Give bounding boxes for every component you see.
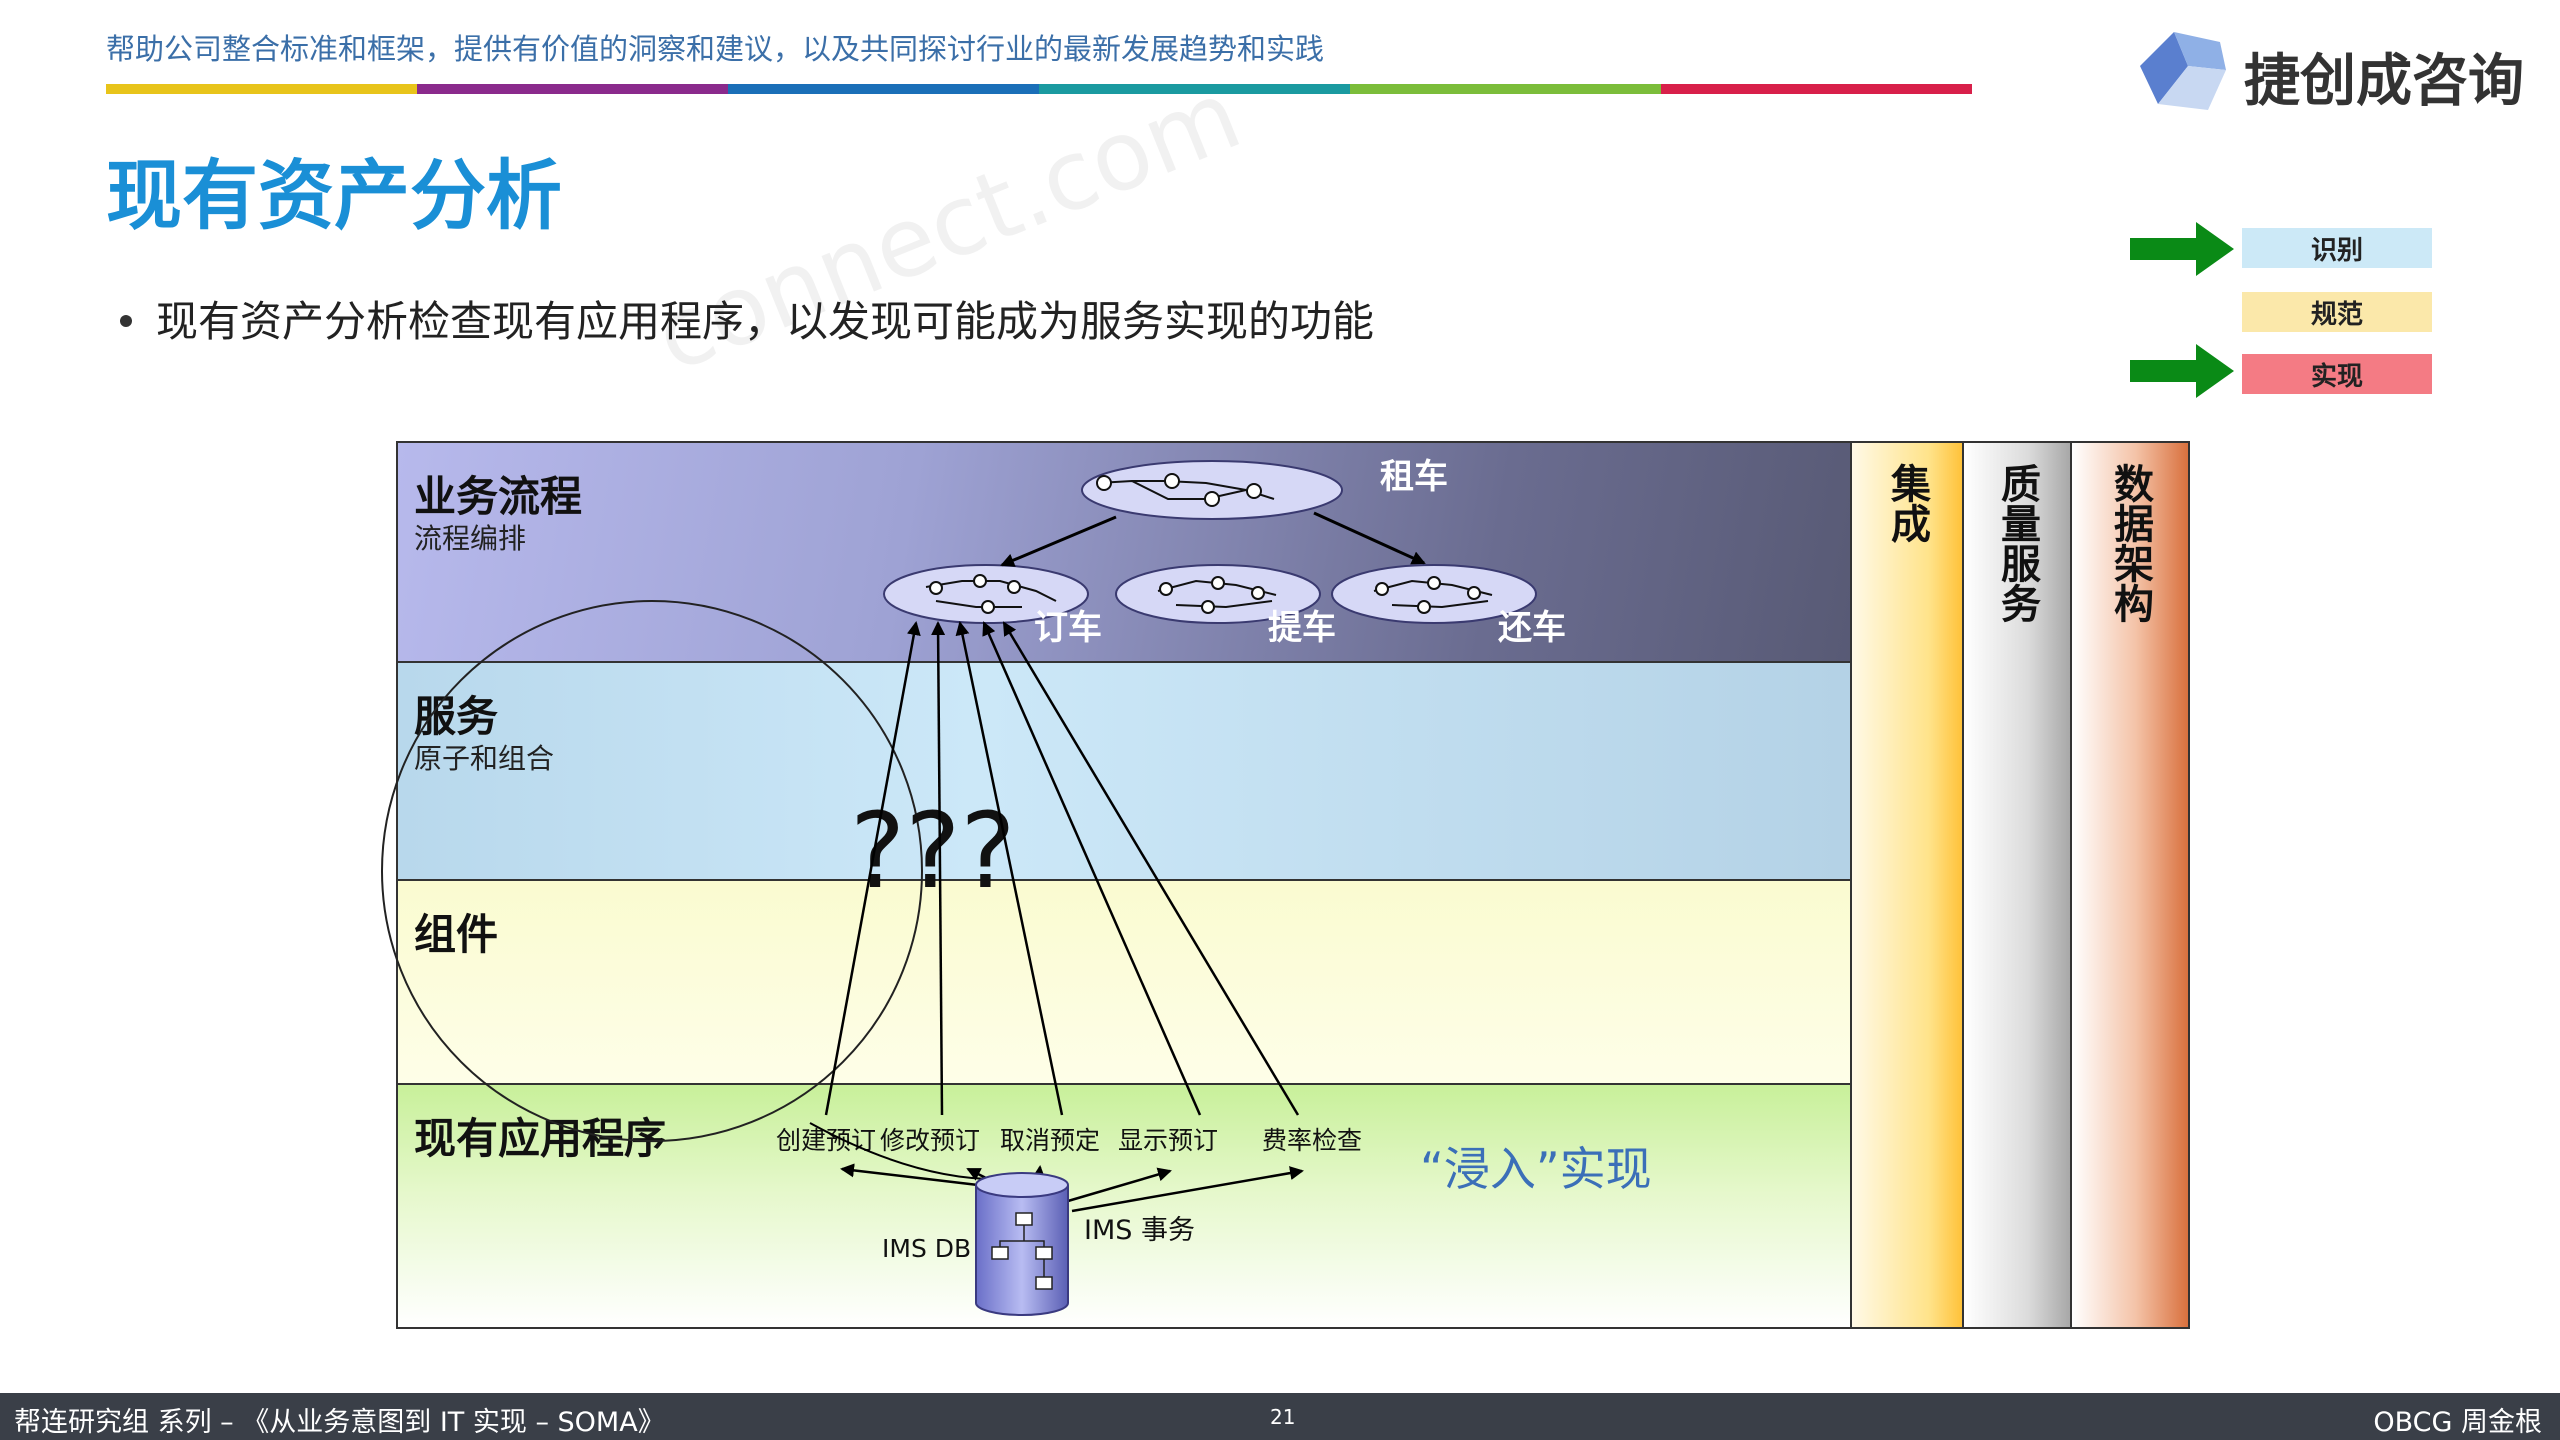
analysis-scope-circle [381,600,923,1142]
mapping-arrow [931,621,946,1116]
legend-item-specify: 规范 [2242,292,2432,332]
lane-title: 服务 [414,692,499,741]
header-color-bar [106,84,1972,94]
process-label-return: 还车 [1498,608,1566,648]
lane-subtitle: 原子和组合 [414,742,555,775]
mapping-arrow [1002,621,1300,1116]
function-label-create: 创建预订 [776,1126,876,1155]
column-label: 质量服务 [1994,463,2040,623]
transaction-arc [809,1122,1003,1181]
soma-layer-diagram: 业务流程 流程编排 服务 原子和组合 组件 现有应用程序 集成 质量服务 数据架… [381,441,2190,1329]
footer-series: 帮连研究组 系列 – 《从业务意图到 IT 实现 – SOMA》 [14,1407,665,1438]
color-bar-segment [1661,84,1972,94]
column-quality-of-service: 质量服务 [1962,441,2072,1329]
cube-logo-icon [2140,32,2226,110]
color-bar-segment [417,84,728,94]
decompose-arrow [1313,511,1426,565]
process-ellipse-pickup [1115,564,1321,624]
column-label: 集成 [1884,463,1930,543]
logo-text: 捷创成咨询 [2244,49,2524,114]
page-number: 21 [1270,1405,1296,1429]
mapping-arrow [982,621,1202,1116]
color-bar-segment [1350,84,1661,94]
legend-item-realize: 实现 [2242,354,2432,394]
lane-subtitle: 流程编排 [414,522,527,555]
footer-bar: 帮连研究组 系列 – 《从业务意图到 IT 实现 – SOMA》 21 OBCG… [0,1393,2560,1440]
lane-existing-apps: 现有应用程序 [396,1083,1852,1329]
color-bar-segment [728,84,1039,94]
function-label-modify: 修改预订 [880,1126,980,1155]
mapping-arrow [824,621,921,1116]
process-label-pickup: 提车 [1268,608,1336,648]
transaction-arrow [840,1163,979,1187]
green-arrow-icon [2130,344,2234,398]
column-label: 数据架构 [2107,463,2153,623]
function-label-display: 显示预订 [1118,1126,1218,1155]
lane-services: 服务 原子和组合 [396,661,1852,881]
decompose-arrow [1000,515,1117,567]
transaction-label: IMS 事务 [1084,1215,1195,1246]
process-ellipse-return [1331,564,1537,624]
color-bar-segment [1039,84,1350,94]
process-label-order: 订车 [1034,608,1102,648]
process-ellipse-order [883,564,1089,624]
bullet-dot-icon [120,314,132,327]
color-bar-segment [106,84,417,94]
legend: 识别 规范 实现 [2130,222,2432,402]
column-data-architecture: 数据架构 [2070,441,2190,1329]
company-logo: 捷创成咨询 [2134,30,2534,114]
database-cylinder-icon [975,1172,1069,1316]
transaction-arrow [1067,1167,1172,1203]
lane-title: 组件 [414,910,499,959]
footer-author: OBCG 周金根 [2373,1407,2542,1438]
lane-title: 业务流程 [414,472,583,521]
invasive-realization-label: “浸入”实现 [1420,1142,1652,1196]
question-marks: ??? [850,790,1016,912]
function-label-cancel: 取消预定 [1000,1126,1100,1155]
function-label-rate: 费率检查 [1262,1126,1362,1155]
db-label: IMS DB [882,1234,971,1263]
green-arrow-icon [2130,222,2234,276]
diagram-overlay: 租车 订车 提车 还车 ? [381,457,1652,1316]
process-label-rent: 租车 [1380,457,1448,497]
column-integration: 集成 [1850,441,1964,1329]
lane-title: 现有应用程序 [414,1114,667,1163]
transaction-arrow [1071,1166,1304,1213]
header-tagline: 帮助公司整合标准和框架，提供有价值的洞察和建议，以及共同探讨行业的最新发展趋势和… [106,32,1325,66]
process-ellipse-top [1081,460,1343,520]
page-title: 现有资产分析 [106,151,562,240]
legend-item-identify: 识别 [2242,228,2432,268]
bullet-text: 现有资产分析检查现有应用程序，以发现可能成为服务实现的功能 [156,297,1375,346]
bullet-point: 现有资产分析检查现有应用程序，以发现可能成为服务实现的功能 [120,288,1374,349]
mapping-arrow [955,621,1064,1116]
